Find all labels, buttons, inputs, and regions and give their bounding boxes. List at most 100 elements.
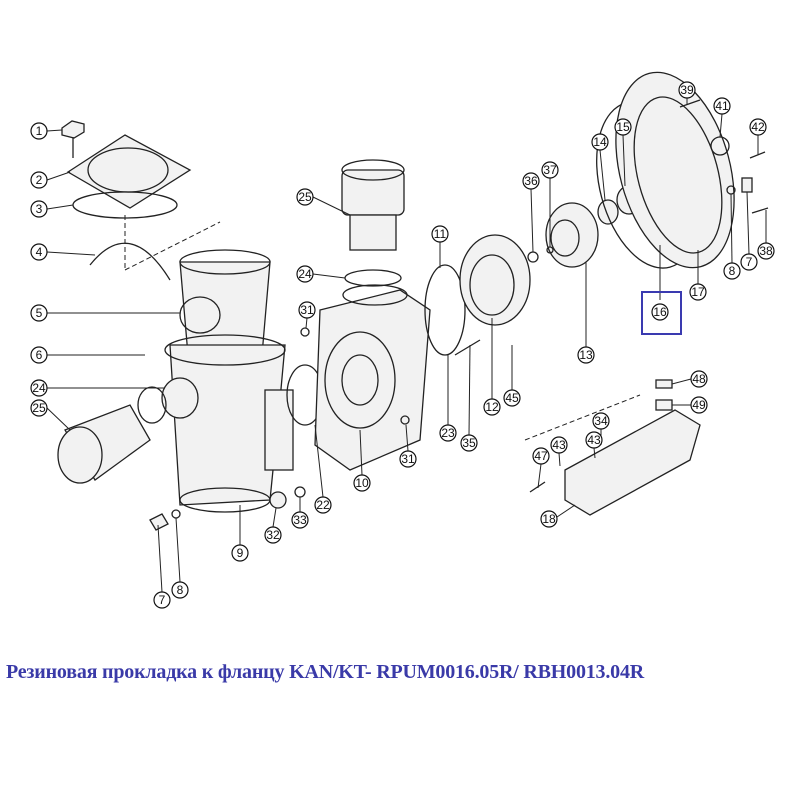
callout-34[interactable]: 34 (592, 412, 610, 430)
callouts: 1 2 3 4 5 6 24 25 7 8 9 32 33 22 10 31 2… (30, 81, 775, 609)
svg-text:41: 41 (715, 99, 729, 113)
part-motor-flange (615, 71, 735, 269)
svg-text:8: 8 (729, 264, 736, 278)
callout-45[interactable]: 45 (503, 389, 521, 407)
svg-text:42: 42 (751, 120, 765, 134)
callout-38[interactable]: 38 (757, 242, 775, 260)
svg-text:22: 22 (316, 498, 330, 512)
svg-text:25: 25 (298, 190, 312, 204)
callout-36[interactable]: 36 (522, 172, 540, 190)
callout-14[interactable]: 14 (591, 133, 609, 151)
callout-31[interactable]: 31 (399, 450, 417, 468)
callout-43[interactable]: 43 (585, 431, 603, 449)
callout-37[interactable]: 37 (541, 161, 559, 179)
callout-3[interactable]: 3 (30, 200, 48, 218)
svg-text:24: 24 (298, 267, 312, 281)
svg-text:2: 2 (36, 173, 43, 187)
svg-text:5: 5 (36, 306, 43, 320)
callout-25[interactable]: 25 (296, 188, 314, 206)
svg-text:8: 8 (177, 583, 184, 597)
callout-32[interactable]: 32 (264, 526, 282, 544)
callout-31[interactable]: 31 (298, 301, 316, 319)
svg-text:37: 37 (543, 163, 557, 177)
svg-text:39: 39 (680, 83, 694, 97)
svg-text:7: 7 (746, 255, 753, 269)
callout-13[interactable]: 13 (577, 346, 595, 364)
svg-text:10: 10 (355, 476, 369, 490)
svg-text:38: 38 (759, 244, 773, 258)
part-basket (179, 261, 271, 356)
svg-text:3: 3 (36, 202, 43, 216)
part-housing-flange (264, 389, 294, 471)
svg-text:34: 34 (594, 414, 608, 428)
pump-parts (57, 71, 769, 531)
callout-1[interactable]: 1 (30, 122, 48, 140)
product-caption: Резиновая прокладка к фланцу KAN/KT- RPU… (6, 661, 644, 683)
svg-text:24: 24 (32, 381, 46, 395)
svg-text:48: 48 (692, 372, 706, 386)
svg-text:45: 45 (505, 391, 519, 405)
callout-5[interactable]: 5 (30, 304, 48, 322)
part-impeller (545, 202, 599, 268)
part-volute (314, 289, 431, 471)
callout-6[interactable]: 6 (30, 346, 48, 364)
callout-2[interactable]: 2 (30, 171, 48, 189)
callout-18[interactable]: 18 (540, 510, 558, 528)
callout-7[interactable]: 7 (153, 591, 171, 609)
callout-49[interactable]: 49 (690, 396, 708, 414)
callout-10[interactable]: 10 (353, 474, 371, 492)
svg-text:33: 33 (293, 513, 307, 527)
svg-text:36: 36 (524, 174, 538, 188)
highlight-box-part-16 (641, 291, 682, 335)
svg-text:13: 13 (579, 348, 593, 362)
callout-4[interactable]: 4 (30, 243, 48, 261)
svg-text:18: 18 (542, 512, 556, 526)
callout-23[interactable]: 23 (439, 424, 457, 442)
callout-35[interactable]: 35 (460, 434, 478, 452)
callout-42[interactable]: 42 (749, 118, 767, 136)
callout-24[interactable]: 24 (296, 265, 314, 283)
leader-lines (46, 98, 767, 593)
svg-text:32: 32 (266, 528, 280, 542)
callout-8[interactable]: 8 (171, 581, 189, 599)
svg-text:31: 31 (300, 303, 314, 317)
svg-text:23: 23 (441, 426, 455, 440)
callout-22[interactable]: 22 (314, 496, 332, 514)
svg-text:31: 31 (401, 452, 415, 466)
callout-11[interactable]: 11 (431, 225, 449, 243)
callout-39[interactable]: 39 (678, 81, 696, 99)
svg-text:14: 14 (593, 135, 607, 149)
part-union-nut (161, 377, 199, 419)
callout-12[interactable]: 12 (483, 398, 501, 416)
callout-8[interactable]: 8 (723, 262, 741, 280)
svg-text:15: 15 (616, 120, 630, 134)
part-drain-plug (149, 513, 169, 531)
callout-48[interactable]: 48 (690, 370, 708, 388)
callout-33[interactable]: 33 (291, 511, 309, 529)
part-clip (89, 242, 171, 281)
svg-text:7: 7 (159, 593, 166, 607)
callout-47[interactable]: 47 (532, 447, 550, 465)
svg-text:17: 17 (691, 285, 705, 299)
callout-9[interactable]: 9 (231, 544, 249, 562)
svg-text:4: 4 (36, 245, 43, 259)
callout-17[interactable]: 17 (689, 283, 707, 301)
callout-25[interactable]: 25 (30, 399, 48, 417)
callout-16[interactable]: 16 (651, 303, 669, 321)
svg-text:25: 25 (32, 401, 46, 415)
svg-text:35: 35 (462, 436, 476, 450)
svg-text:43: 43 (552, 438, 566, 452)
svg-text:9: 9 (237, 546, 244, 560)
svg-text:16: 16 (653, 305, 667, 319)
callout-43[interactable]: 43 (550, 436, 568, 454)
callout-41[interactable]: 41 (713, 97, 731, 115)
callout-24[interactable]: 24 (30, 379, 48, 397)
callout-7[interactable]: 7 (740, 253, 758, 271)
svg-text:47: 47 (534, 449, 548, 463)
part-base (564, 409, 701, 516)
svg-text:43: 43 (587, 433, 601, 447)
part-lid (66, 134, 192, 209)
callout-15[interactable]: 15 (614, 118, 632, 136)
